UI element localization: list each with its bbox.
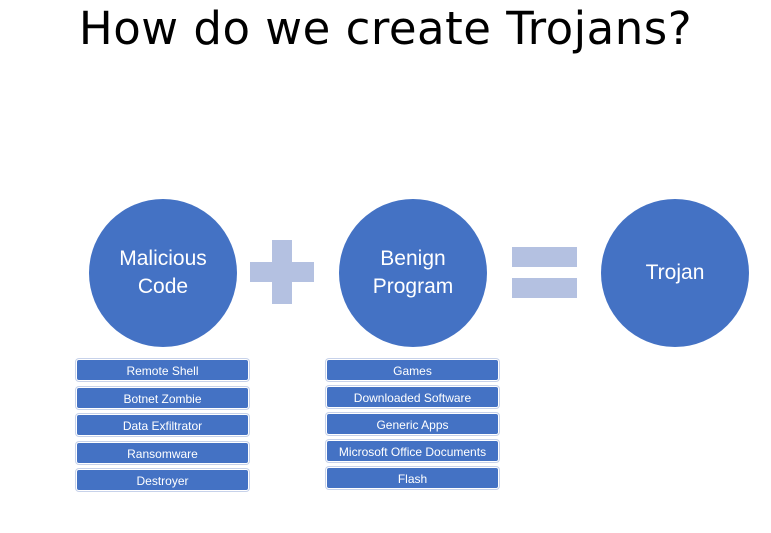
plus-sign-vertical — [272, 240, 292, 304]
list-item-ransomware: Ransomware — [76, 442, 249, 464]
equals-sign-bottom — [512, 278, 577, 298]
slide-title: How do we create Trojans? — [78, 2, 693, 55]
benign-program-node: Benign Program — [339, 199, 487, 347]
malicious-code-label: Malicious Code — [119, 247, 207, 298]
trojan-node: Trojan — [601, 199, 749, 347]
equals-sign-top — [512, 247, 577, 267]
benign-program-label: Benign Program — [372, 247, 454, 298]
trojan-label: Trojan — [645, 261, 705, 284]
list-item-data-exfiltrator: Data Exfiltrator — [76, 414, 249, 436]
list-item-generic-apps: Generic Apps — [326, 413, 499, 435]
list-item-games: Games — [326, 359, 499, 381]
list-item-remote-shell: Remote Shell — [76, 359, 249, 381]
list-item-flash: Flash — [326, 467, 499, 489]
list-item-destroyer: Destroyer — [76, 469, 249, 491]
list-item-downloaded-software: Downloaded Software — [326, 386, 499, 408]
list-item-botnet-zombie: Botnet Zombie — [76, 387, 249, 409]
malicious-code-node: Malicious Code — [89, 199, 237, 347]
list-item-microsoft-office-documents: Microsoft Office Documents — [326, 440, 499, 462]
